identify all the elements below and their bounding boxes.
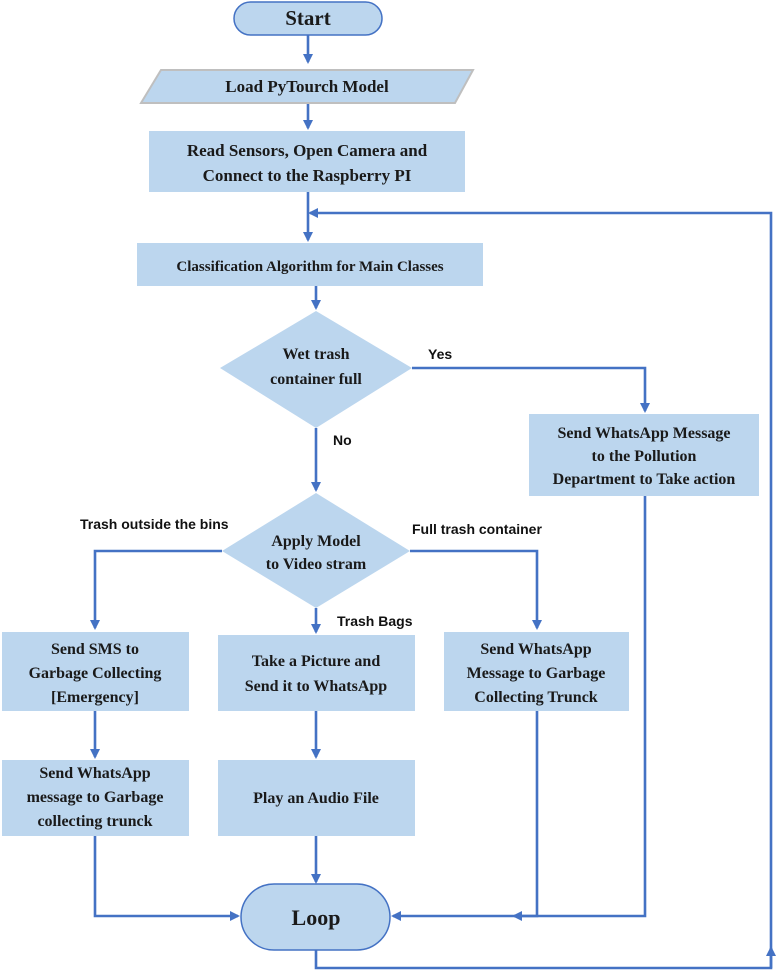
edge-pollution-to-loop — [512, 496, 647, 921]
load-model-label: Load PyTourch Model — [225, 77, 389, 96]
whatsapp-garbage-truck-node: Send WhatsApp Message to Garbage Collect… — [444, 632, 629, 711]
take-picture-line-1: Take a Picture and — [252, 653, 381, 670]
start-label: Start — [285, 6, 331, 30]
classification-node: Classification Algorithm for Main Classe… — [137, 243, 483, 286]
whatsapp-truck-line-1: Send WhatsApp — [480, 641, 591, 658]
start-node: Start — [233, 1, 383, 36]
whatsapp-msg-line-2: message to Garbage — [27, 789, 164, 806]
whatsapp-pollution-line-2: to the Pollution — [592, 448, 697, 465]
whatsapp-pollution-line-3: Department to Take action — [553, 471, 736, 488]
trash-bags-label: Trash Bags — [337, 613, 413, 629]
whatsapp-msg-line-3: collecting trunck — [37, 813, 152, 830]
classification-label: Classification Algorithm for Main Classe… — [176, 259, 443, 275]
whatsapp-pollution-node: Send WhatsApp Message to the Pollution D… — [529, 414, 759, 496]
apply-model-line-2: to Video stram — [266, 556, 367, 573]
loop-label: Loop — [292, 905, 341, 930]
take-picture-line-2: Send it to WhatsApp — [245, 678, 388, 695]
send-sms-node: Send SMS to Garbage Collecting [Emergenc… — [2, 632, 189, 711]
whatsapp-truck-line-2: Message to Garbage — [467, 665, 606, 682]
whatsapp-truck-line-3: Collecting Trunck — [474, 689, 598, 706]
read-sensors-node: Read Sensors, Open Camera and Connect to… — [149, 131, 465, 192]
edge-labels: Yes No Trash outside the bins Full trash… — [80, 346, 542, 629]
send-sms-line-1: Send SMS to — [51, 641, 139, 658]
whatsapp-garbage-msg-node: Send WhatsApp message to Garbage collect… — [2, 760, 189, 836]
send-sms-line-2: Garbage Collecting — [29, 665, 162, 682]
edge-loop-return — [308, 208, 773, 970]
edge-wet-yes — [412, 366, 650, 413]
edge-full-container — [410, 549, 542, 630]
full-container-label: Full trash container — [412, 521, 542, 537]
take-picture-node: Take a Picture and Send it to WhatsApp — [218, 635, 415, 711]
send-sms-line-3: [Emergency] — [51, 689, 139, 706]
apply-model-decision: Apply Model to Video stram — [222, 493, 410, 608]
read-sensors-line-2: Connect to the Raspberry PI — [203, 166, 412, 185]
wet-trash-line-2: container full — [270, 371, 362, 388]
whatsapp-pollution-line-1: Send WhatsApp Message — [557, 425, 730, 442]
read-sensors-line-1: Read Sensors, Open Camera and — [187, 141, 428, 160]
edge-trash-outside — [90, 549, 222, 630]
yes-label: Yes — [428, 346, 452, 362]
play-audio-node: Play an Audio File — [218, 760, 415, 836]
whatsapp-msg-line-1: Send WhatsApp — [39, 765, 150, 782]
edges — [90, 35, 776, 970]
edge-whatsapp-msg-to-loop — [93, 836, 240, 921]
wet-trash-line-1: Wet trash — [282, 346, 349, 363]
trash-outside-label: Trash outside the bins — [80, 516, 229, 532]
no-label: No — [333, 432, 352, 448]
play-audio-label: Play an Audio File — [253, 790, 379, 807]
apply-model-line-1: Apply Model — [271, 533, 361, 550]
load-model-node: Load PyTourch Model — [139, 69, 475, 104]
wet-trash-decision: Wet trash container full — [220, 311, 412, 428]
loop-node: Loop — [240, 883, 391, 951]
